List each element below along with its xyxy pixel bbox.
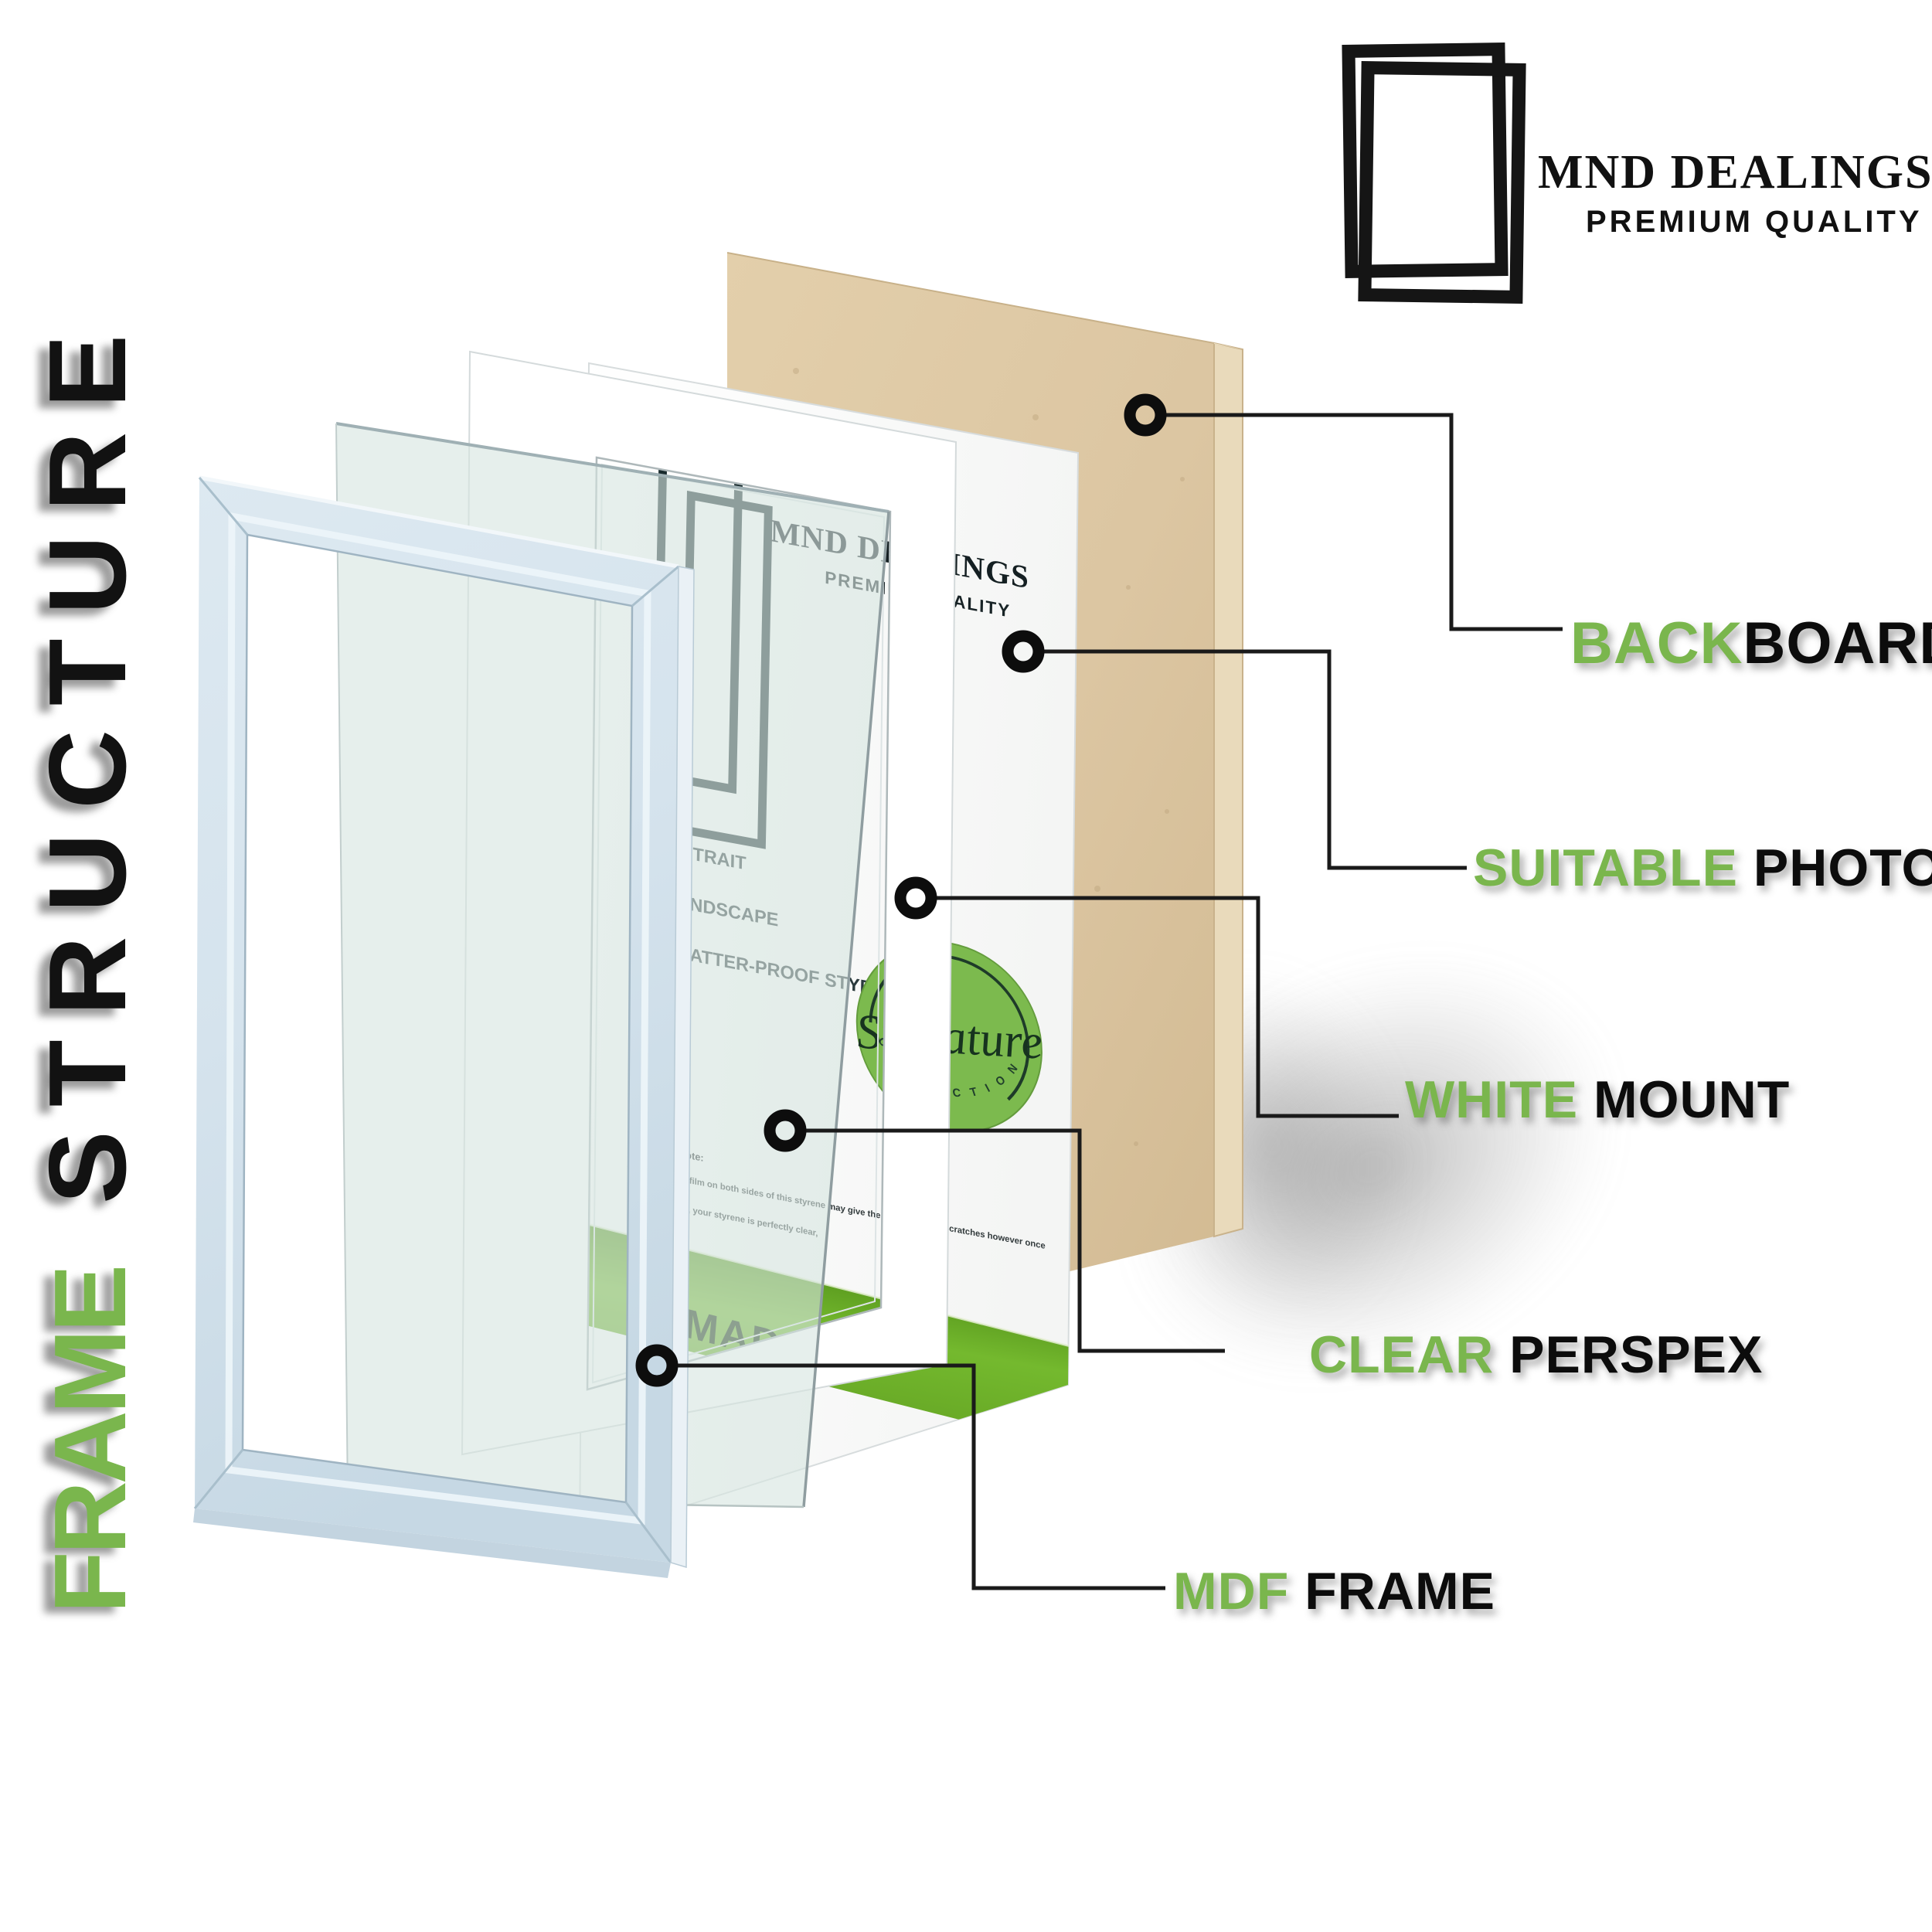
- page-title: STRUCTURE FRAME STRUCTURE FRAME: [15, 335, 149, 1620]
- ring-photo: [1002, 630, 1045, 673]
- connectors: [678, 413, 1563, 1590]
- title-frame: FRAME: [33, 1264, 147, 1614]
- brand-tagline: PREMIUM QUALITY: [1586, 205, 1923, 239]
- connector-line-photo: [1044, 649, 1467, 870]
- double-picture-frame-icon: [1342, 43, 1526, 304]
- frame-mitre-seams: [193, 477, 679, 1563]
- svg-text:CLEAR PERSPEX: CLEAR PERSPEX: [1313, 1331, 1767, 1389]
- connector-line-perspex: [806, 1128, 1225, 1353]
- layer-mdf-frame: [193, 475, 695, 1578]
- title-structure: STRUCTURE: [26, 335, 149, 1204]
- ring-frame: [635, 1344, 679, 1387]
- brand-block: MND DEALINGS PREMIUM QUALITY: [1342, 43, 1932, 304]
- layer-clear-perspex: [335, 422, 890, 1509]
- label-clear-perspex: CLEAR PERSPEX: [1309, 1325, 1763, 1384]
- label-mdf-frame: MDF FRAME: [1173, 1562, 1495, 1621]
- svg-text:SUITABLE PHOTO: SUITABLE PHOTO: [1477, 844, 1932, 903]
- connector-line-mount: [937, 896, 1399, 1118]
- svg-text:MDF FRAME: MDF FRAME: [1177, 1567, 1499, 1626]
- label-backboard: BACKBOARD: [1570, 611, 1932, 676]
- ring-perspex: [764, 1109, 807, 1152]
- svg-text:BACKBOARD: BACKBOARD: [1574, 616, 1932, 682]
- label-suitable-photo: SUITABLE PHOTO: [1473, 838, 1932, 897]
- connector-rings: [635, 393, 1167, 1387]
- connector-line-backboard: [1166, 413, 1563, 631]
- svg-text:WHITE MOUNT: WHITE MOUNT: [1409, 1076, 1794, 1134]
- connector-line-frame: [678, 1363, 1165, 1590]
- label-shadows: BACKBOARD SUITABLE PHOTO WHITE MOUNT CLE…: [1177, 616, 1932, 1626]
- brand-name: MND DEALINGS: [1538, 146, 1932, 199]
- ring-mount: [894, 876, 937, 920]
- svg-text:STRUCTURE: STRUCTURE: [15, 342, 138, 1212]
- svg-text:FRAME: FRAME: [22, 1270, 136, 1620]
- ring-backboard: [1124, 393, 1167, 437]
- label-white-mount: WHITE MOUNT: [1405, 1070, 1790, 1129]
